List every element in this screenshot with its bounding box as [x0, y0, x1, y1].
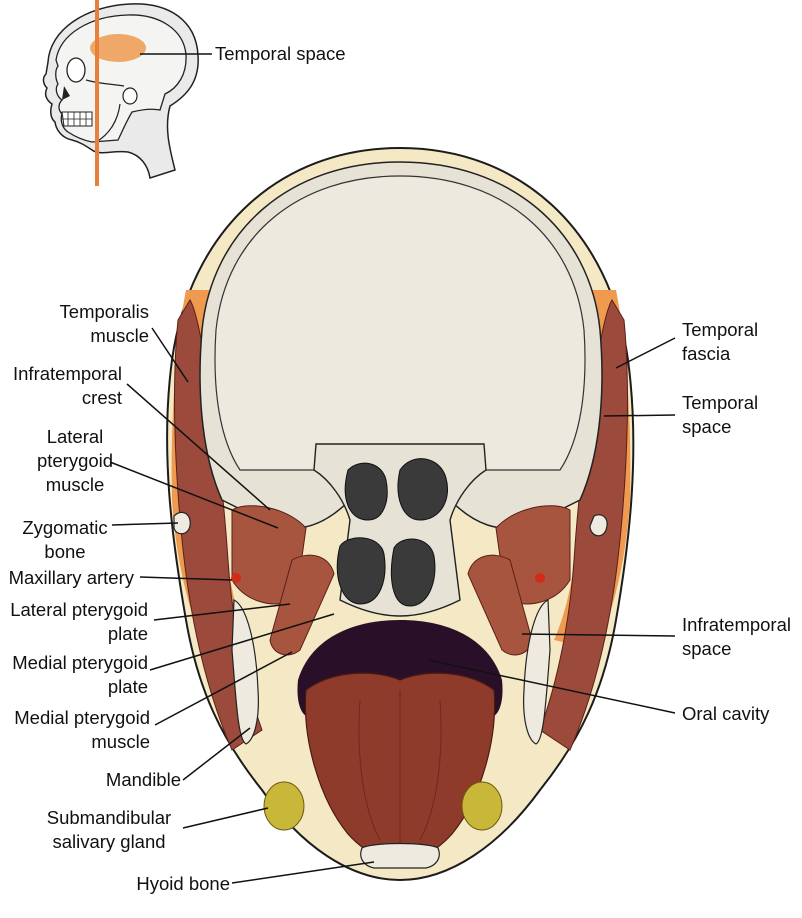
- zygomatic-arch-inset: [85, 79, 125, 87]
- label-mandible: Mandible: [105, 769, 181, 790]
- sinus-upper-right: [397, 458, 448, 521]
- leader-medial-pterygoid-muscle: [154, 651, 293, 726]
- medial-pterygoid-muscle-left: [269, 554, 335, 656]
- label-submandibular-gland-line2: salivary gland: [52, 831, 166, 852]
- submandibular-gland-right: [461, 781, 503, 831]
- label-lateral-pterygoid-plate-line2: plate: [107, 623, 148, 644]
- label-infratemporal-crest-line2: crest: [81, 387, 122, 408]
- maxillary-artery-right: [535, 573, 545, 583]
- label-zygomatic-bone-line2: bone: [44, 541, 86, 562]
- leader-temporal-fascia: [615, 337, 676, 369]
- leader-medial-pterygoid-plate: [149, 613, 335, 671]
- mandible-right: [523, 599, 551, 745]
- label-temporal-space-inset: Temporal space: [215, 43, 346, 64]
- label-lateral-pterygoid-muscle: Lateral pterygoid muscle: [12, 425, 138, 497]
- leader-lateral-pterygoid-muscle: [109, 461, 279, 529]
- label-infratemporal-space: Infratemporal space: [682, 613, 791, 661]
- leader-zygomatic-bone: [111, 522, 179, 526]
- label-hyoid-bone: Hyoid bone: [136, 873, 230, 894]
- label-zygomatic-bone-line1: Zygomatic: [22, 517, 108, 538]
- label-lateral-pterygoid-plate-line1: Lateral pterygoid: [10, 599, 148, 620]
- label-temporal-fascia: Temporal fascia: [682, 318, 758, 366]
- label-medial-pterygoid-muscle: Medial pterygoid muscle: [14, 706, 150, 754]
- label-temporalis-muscle-line2: muscle: [90, 325, 149, 346]
- leader-oral-cavity: [427, 659, 676, 714]
- label-temporalis-muscle: Temporalis muscle: [60, 300, 149, 348]
- label-lateral-pterygoid-muscle-line1: Lateral: [46, 426, 104, 447]
- sinus-upper-left: [344, 462, 388, 521]
- leader-lines: [109, 327, 676, 884]
- ear-canal: [122, 87, 138, 105]
- label-temporal-fascia-line2: fascia: [682, 343, 731, 364]
- label-temporalis-muscle-line1: Temporalis: [59, 301, 149, 322]
- label-medial-pterygoid-plate-line2: plate: [107, 676, 148, 697]
- cross-section: [166, 146, 635, 882]
- skull-inset: [42, 0, 212, 186]
- mandible-inset: [95, 103, 121, 143]
- label-lateral-pterygoid-plate: Lateral pterygoid plate: [10, 598, 148, 646]
- orbit: [66, 57, 86, 83]
- label-submandibular-gland: Submandibular salivary gland: [34, 806, 184, 854]
- label-zygomatic-bone: Zygomatic bone: [10, 516, 120, 564]
- leader-lateral-pterygoid-plate: [153, 603, 291, 621]
- label-temporal-space: Temporal space: [682, 391, 758, 439]
- leader-infratemporal-crest: [126, 383, 271, 511]
- label-infratemporal-crest: Infratemporal crest: [13, 362, 122, 410]
- leader-temporalis-muscle: [151, 327, 189, 383]
- nasal-cavity: [62, 86, 70, 100]
- teeth-lines: [62, 112, 92, 126]
- sinus-lower-left: [336, 537, 386, 605]
- maxillary-artery-left: [231, 573, 241, 583]
- temporal-space-highlight: [90, 34, 146, 62]
- leader-temporal-space: [603, 414, 676, 417]
- label-infratemporal-crest-line1: Infratemporal: [13, 363, 122, 384]
- sinus-lower-right: [390, 538, 436, 607]
- cranial-cavity: [214, 175, 586, 471]
- label-temporal-space-line2: space: [682, 416, 732, 437]
- skull-outline: [55, 14, 187, 143]
- label-oral-cavity: Oral cavity: [682, 703, 770, 724]
- leader-hyoid-bone: [231, 861, 375, 884]
- label-temporal-space-line1: Temporal: [682, 392, 759, 413]
- label-submandibular-gland-line1: Submandibular: [46, 807, 172, 828]
- mandible-left: [231, 599, 259, 745]
- label-medial-pterygoid-muscle-line1: Medial pterygoid: [14, 707, 150, 728]
- label-maxillary-artery: Maxillary artery: [8, 567, 134, 588]
- label-medial-pterygoid-plate: Medial pterygoid plate: [12, 651, 148, 699]
- label-lateral-pterygoid-muscle-line3: muscle: [45, 474, 105, 495]
- zygomatic-bone-left: [173, 511, 191, 535]
- leader-submandibular-gland: [182, 807, 269, 829]
- tongue-texture: [358, 690, 442, 850]
- label-medial-pterygoid-muscle-line2: muscle: [91, 731, 150, 752]
- submandibular-gland-left: [263, 781, 305, 831]
- label-infratemporal-space-line2: space: [682, 638, 732, 659]
- zygomatic-bone-right: [589, 514, 608, 537]
- leader-maxillary-artery: [139, 576, 233, 581]
- label-lateral-pterygoid-muscle-line2: pterygoid: [36, 450, 114, 471]
- label-medial-pterygoid-plate-line1: Medial pterygoid: [12, 652, 148, 673]
- hyoid-bone: [360, 842, 440, 869]
- label-temporal-fascia-line1: Temporal: [682, 319, 759, 340]
- leader-mandible: [182, 727, 251, 781]
- leader-infratemporal-space: [521, 633, 676, 637]
- label-infratemporal-space-line1: Infratemporal: [682, 614, 791, 635]
